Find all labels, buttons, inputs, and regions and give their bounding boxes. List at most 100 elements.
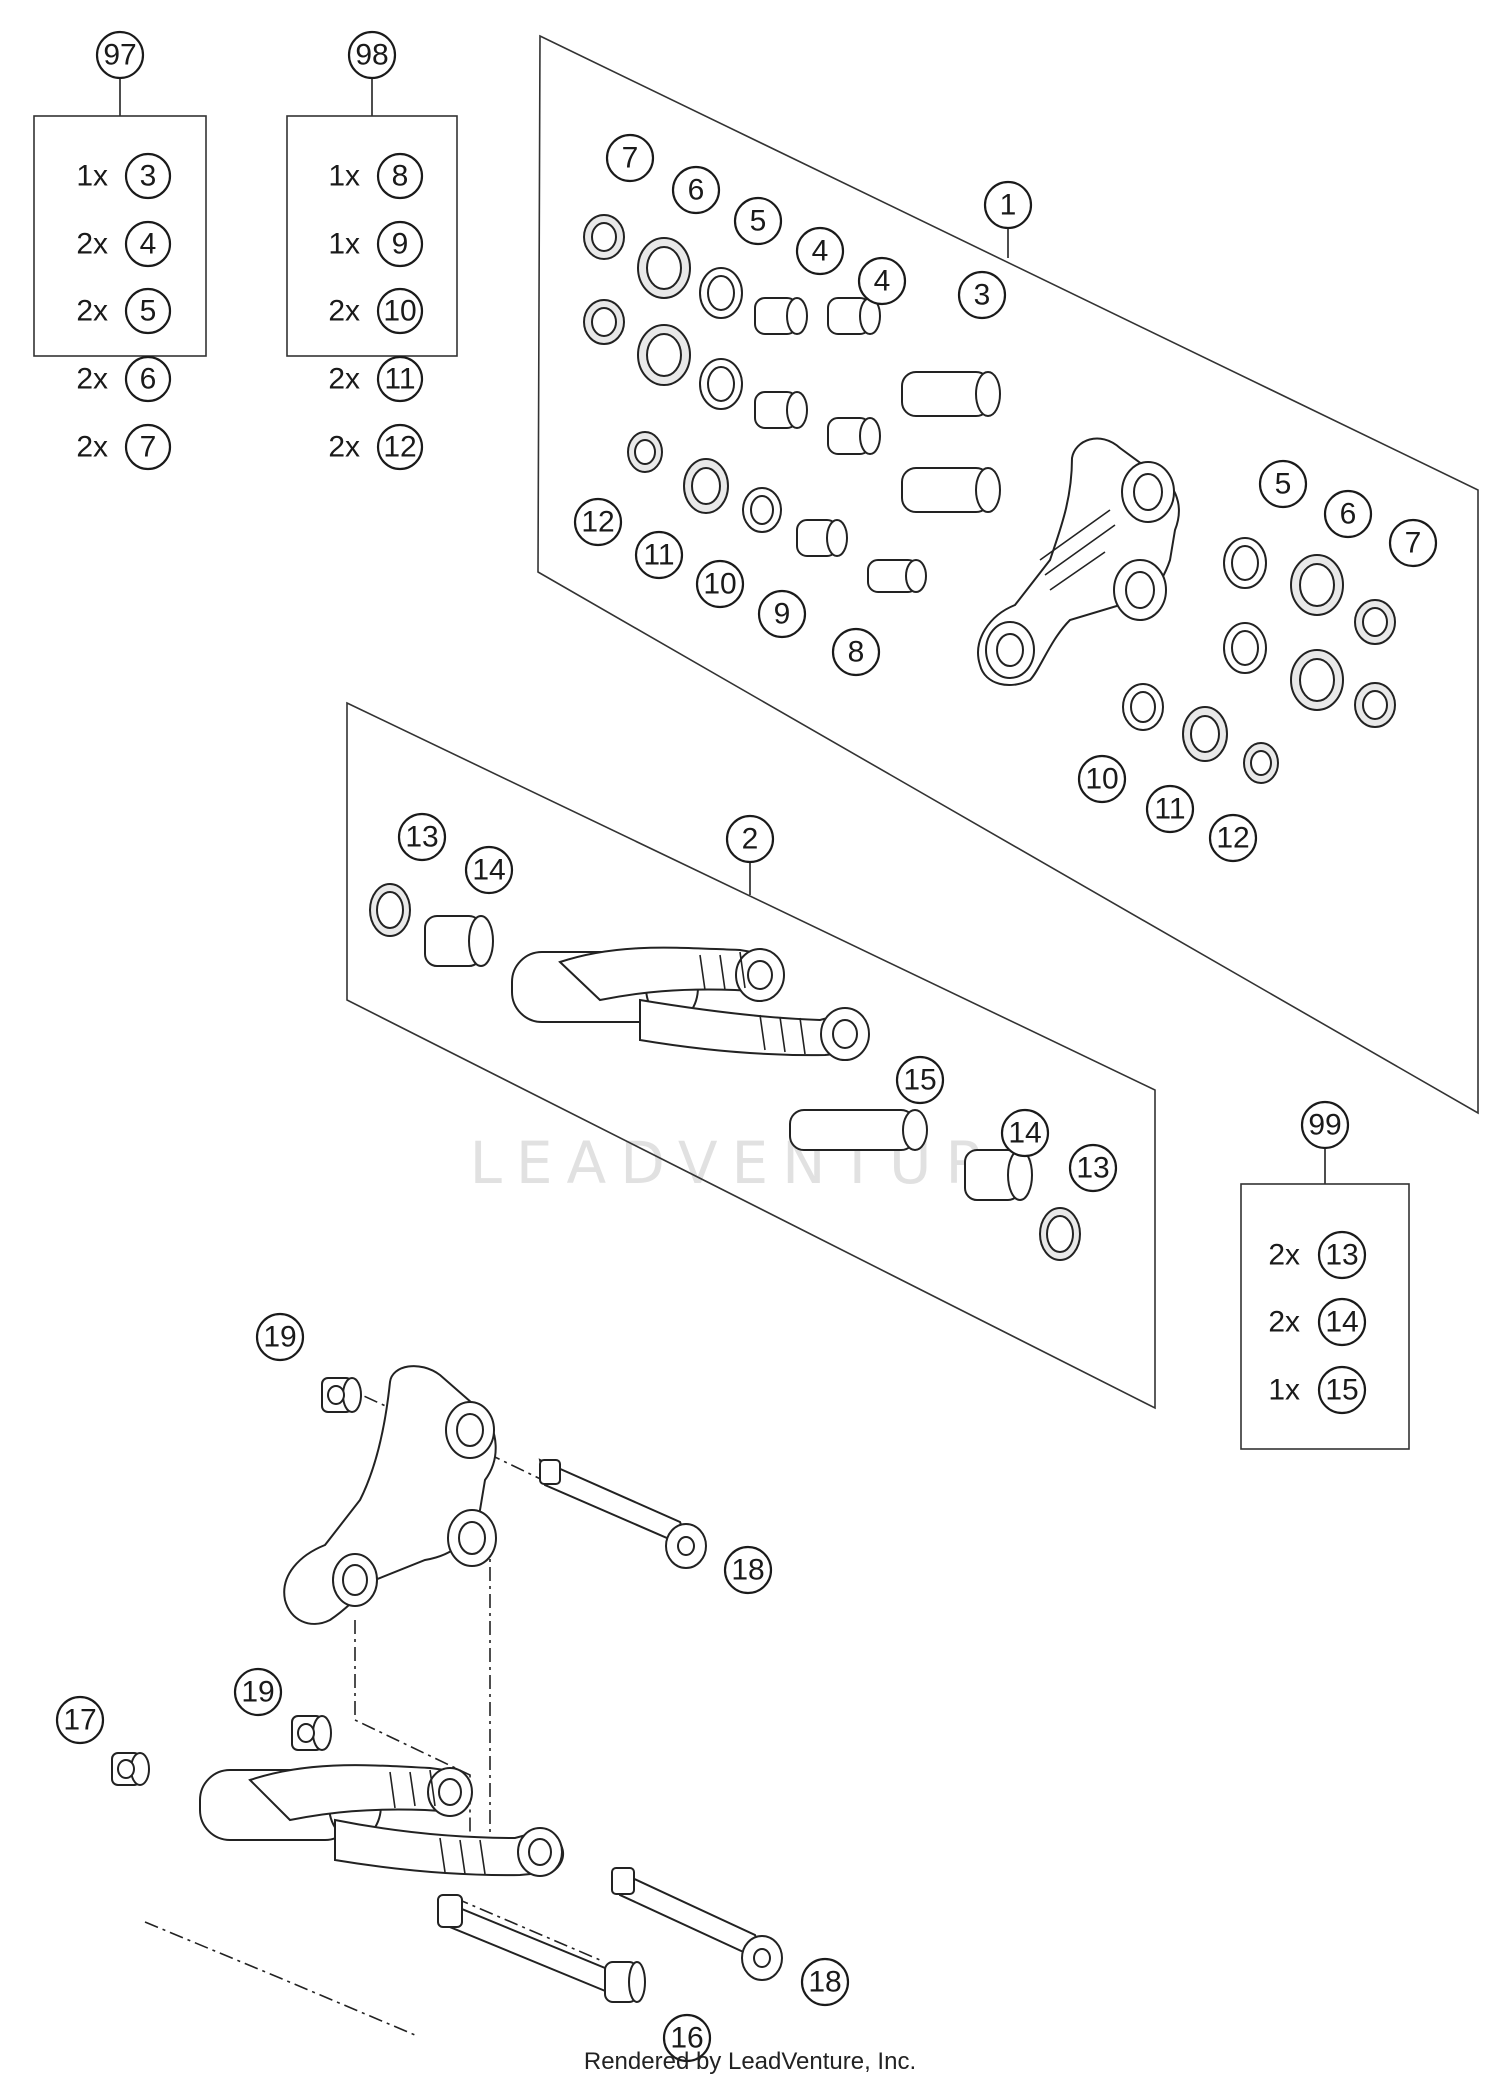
- svg-text:1x: 1x: [328, 160, 360, 193]
- svg-text:1: 1: [1000, 189, 1017, 222]
- callout-5[interactable]: 5: [1258, 459, 1308, 509]
- svg-text:2x: 2x: [328, 431, 360, 464]
- watermark: LEADVENTURE: [470, 1129, 1051, 1197]
- svg-text:15: 15: [1325, 1374, 1358, 1407]
- svg-text:8: 8: [848, 636, 865, 669]
- assembly-2-panel: 2 13 14 15 1: [346, 701, 1156, 1410]
- callout-19[interactable]: 19: [233, 1667, 283, 1717]
- callout-5[interactable]: 5: [733, 196, 783, 246]
- svg-text:2x: 2x: [76, 295, 108, 328]
- svg-text:12: 12: [581, 506, 614, 539]
- callout-7[interactable]: 7: [1388, 518, 1438, 568]
- kit-97-row: 2x 6: [76, 355, 172, 403]
- svg-text:6: 6: [688, 174, 705, 207]
- callout-8[interactable]: 8: [831, 627, 881, 677]
- callout-15[interactable]: 15: [895, 1055, 945, 1105]
- callout-7[interactable]: 7: [605, 133, 655, 183]
- svg-text:18: 18: [808, 1966, 841, 1999]
- svg-text:12: 12: [1216, 822, 1249, 855]
- svg-text:12: 12: [383, 431, 416, 464]
- callout-10[interactable]: 10: [1077, 754, 1127, 804]
- svg-text:1x: 1x: [1268, 1374, 1300, 1407]
- svg-text:2x: 2x: [76, 363, 108, 396]
- bearing-set-right: [1122, 537, 1396, 784]
- svg-text:2: 2: [742, 823, 759, 856]
- svg-text:11: 11: [1154, 793, 1185, 826]
- kit-99-row: 2x 14: [1268, 1297, 1367, 1347]
- kit-99-box: [1240, 1183, 1410, 1450]
- callout-11[interactable]: 11: [634, 530, 684, 580]
- svg-text:18: 18: [731, 1554, 764, 1587]
- svg-text:7: 7: [1405, 527, 1422, 560]
- callout-17[interactable]: 17: [55, 1695, 105, 1745]
- svg-text:6: 6: [1340, 498, 1357, 531]
- callout-6[interactable]: 6: [671, 165, 721, 215]
- callout-16[interactable]: 16: [662, 2013, 712, 2063]
- svg-text:13: 13: [1076, 1152, 1109, 1185]
- nut-19: [321, 1377, 362, 1413]
- svg-text:13: 13: [405, 821, 438, 854]
- callout-97[interactable]: 97: [95, 30, 145, 80]
- kit-98-row: 1x 9: [328, 220, 424, 268]
- svg-text:9: 9: [392, 228, 409, 261]
- kit-98-box: [286, 115, 458, 357]
- callout-11[interactable]: 11: [1145, 784, 1195, 834]
- callout-13[interactable]: 13: [397, 812, 447, 862]
- svg-text:2x: 2x: [76, 431, 108, 464]
- svg-text:7: 7: [622, 142, 639, 175]
- svg-text:1x: 1x: [76, 160, 108, 193]
- callout-4[interactable]: 4: [857, 256, 907, 306]
- callout-3[interactable]: 3: [957, 270, 1007, 320]
- svg-text:19: 19: [241, 1676, 274, 1709]
- callout-10[interactable]: 10: [695, 559, 745, 609]
- svg-text:10: 10: [703, 568, 736, 601]
- callout-14[interactable]: 14: [1000, 1108, 1050, 1158]
- kit-97: 97 1x 3 2x 4 2x 5 2x 6 2x 7: [33, 30, 207, 471]
- callout-98[interactable]: 98: [347, 30, 397, 80]
- svg-text:4: 4: [140, 228, 157, 261]
- svg-text:8: 8: [392, 160, 409, 193]
- svg-text:11: 11: [384, 363, 415, 396]
- pull-rod: [511, 946, 870, 1061]
- kit-97-row: 2x 7: [76, 423, 172, 471]
- bearing-set-left: [583, 214, 1001, 593]
- bolt-18: [538, 1458, 707, 1569]
- svg-text:15: 15: [903, 1064, 936, 1097]
- svg-text:9: 9: [774, 598, 791, 631]
- svg-text:5: 5: [140, 295, 157, 328]
- callout-12[interactable]: 12: [573, 497, 623, 547]
- svg-text:99: 99: [1308, 1109, 1341, 1142]
- callout-9[interactable]: 9: [757, 589, 807, 639]
- callout-99[interactable]: 99: [1300, 1100, 1350, 1150]
- svg-text:11: 11: [643, 539, 674, 572]
- footer-credit: Rendered by LeadVenture, Inc.: [583, 2048, 917, 2075]
- svg-text:2x: 2x: [328, 295, 360, 328]
- svg-text:14: 14: [1008, 1117, 1041, 1150]
- callout-1[interactable]: 1: [983, 180, 1033, 230]
- callout-6[interactable]: 6: [1323, 489, 1373, 539]
- callout-19[interactable]: 19: [255, 1312, 305, 1362]
- kit-99-row: 1x 15: [1268, 1365, 1367, 1415]
- svg-text:3: 3: [974, 279, 991, 312]
- svg-text:6: 6: [140, 363, 157, 396]
- callout-18[interactable]: 18: [723, 1545, 773, 1595]
- kit-99-row: 2x 13: [1268, 1230, 1367, 1280]
- callout-14[interactable]: 14: [464, 845, 514, 895]
- svg-text:97: 97: [103, 39, 136, 72]
- svg-text:5: 5: [750, 205, 767, 238]
- callout-12[interactable]: 12: [1208, 813, 1258, 863]
- kit-97-row: 2x 5: [76, 287, 172, 335]
- svg-text:5: 5: [1275, 468, 1292, 501]
- bolt-18: [611, 1867, 783, 1981]
- callout-13[interactable]: 13: [1068, 1143, 1118, 1193]
- svg-text:2x: 2x: [76, 228, 108, 261]
- callout-4[interactable]: 4: [795, 226, 845, 276]
- callout-18[interactable]: 18: [800, 1957, 850, 2007]
- svg-text:10: 10: [383, 295, 416, 328]
- svg-text:7: 7: [140, 431, 157, 464]
- kit-98-row: 2x 12: [328, 423, 424, 471]
- svg-text:4: 4: [812, 235, 829, 268]
- kit-97-row: 2x 4: [76, 220, 172, 268]
- svg-text:14: 14: [472, 854, 505, 887]
- callout-2[interactable]: 2: [725, 814, 775, 864]
